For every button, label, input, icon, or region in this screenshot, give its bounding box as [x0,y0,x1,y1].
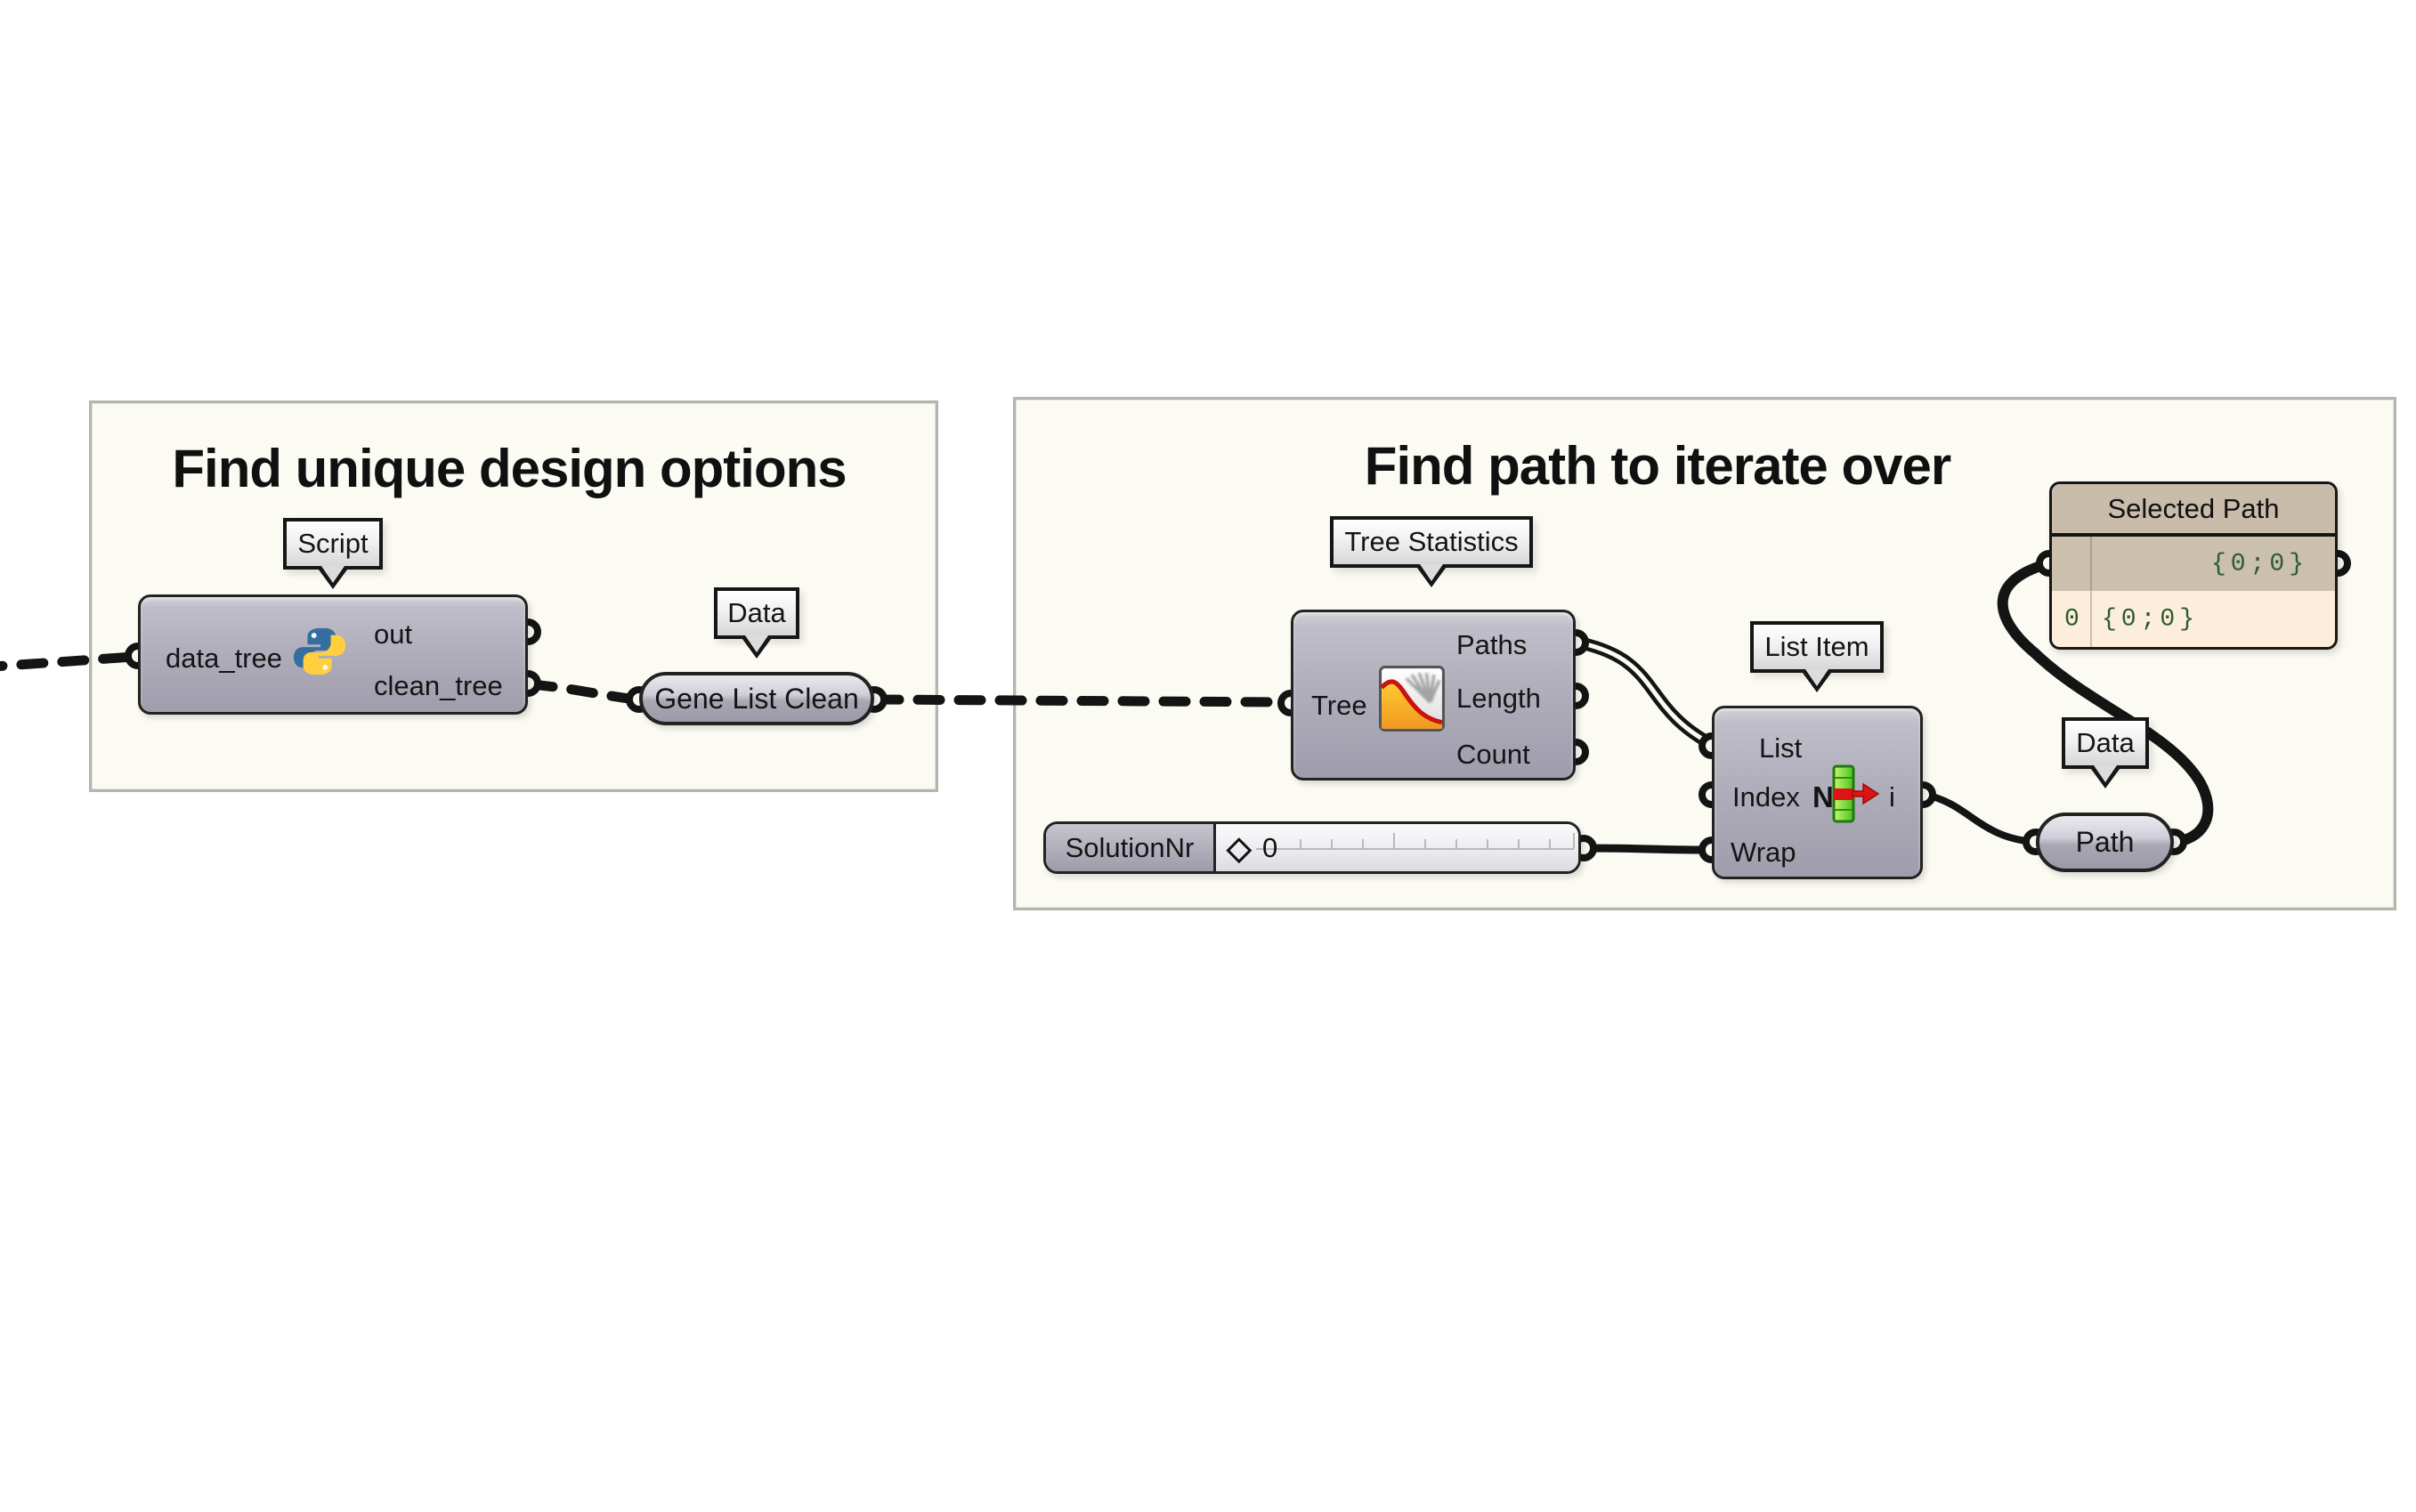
solutionnr-slider[interactable]: SolutionNr ◇ 0 [1043,821,1581,874]
balloon-script-label: Script [297,528,369,559]
balloon-script: Script [283,518,383,570]
input-tree: Tree [1311,690,1367,721]
path-param[interactable]: Path [2036,813,2174,872]
input-index: Index [1732,781,1800,813]
python-icon [293,627,346,675]
output-length: Length [1456,683,1541,714]
output-out: out [374,619,413,650]
slider-name-cell: SolutionNr [1046,824,1216,871]
wire-i-to-path[interactable] [1922,791,2037,845]
wire-dashed-gene-to-tree[interactable] [872,694,1293,707]
wire-dashed-cleantree-to-gene[interactable] [525,679,641,705]
slider-track[interactable]: ◇ 0 [1216,824,1578,871]
group-title-unique-design: Find unique design options [172,439,847,498]
balloon-data-path-label: Data [2076,727,2135,758]
list-item-icon-letter: N [1812,780,1834,813]
group-title-find-path: Find path to iterate over [1364,436,1951,496]
output-clean-tree: clean_tree [374,670,503,701]
python-script-component[interactable]: data_tree out clean_tree [138,594,528,715]
gene-list-clean-label: Gene List Clean [654,682,859,715]
tree-statistics-component[interactable]: Tree Paths Length Count [1291,610,1576,780]
balloon-data-gene-label: Data [727,597,786,628]
panel-column-divider [2090,537,2092,647]
gene-list-clean-param[interactable]: Gene List Clean [639,672,874,725]
input-list: List [1759,732,1803,764]
panel-item-value: {0;0} [2102,605,2200,634]
input-wrap: Wrap [1731,837,1796,868]
output-paths: Paths [1456,629,1528,660]
wire-paths-to-list-core [1577,640,1716,748]
wire-dashed-into-data-tree[interactable] [0,651,139,671]
panel-item-index: 0 [2064,605,2080,634]
wire-path-to-panel[interactable] [1997,558,2214,847]
panel-branch-header: {0;0} [2210,550,2308,578]
balloon-tree-statistics: Tree Statistics [1330,516,1533,568]
balloon-list-item: List Item [1750,621,1884,673]
output-count: Count [1456,739,1530,770]
list-item-icon [1832,764,1880,823]
list-item-component[interactable]: List Index Wrap N i [1712,706,1923,879]
selected-path-panel[interactable]: Selected Path {0;0} 0 {0;0} [2049,481,2338,650]
slider-label: SolutionNr [1065,831,1195,863]
slider-value: 0 [1262,831,1278,863]
wire-slider-to-wrap[interactable] [1582,844,1712,854]
panel-item-row: 0 {0;0} [2052,591,2335,647]
input-data-tree: data_tree [166,643,282,674]
panel-header: Selected Path [2052,484,2335,537]
balloon-list-item-label: List Item [1764,631,1869,662]
panel-title: Selected Path [2107,492,2280,524]
balloon-data-gene: Data [714,587,799,639]
panel-branch-row: {0;0} [2052,537,2335,591]
balloon-data-path: Data [2062,717,2149,769]
slider-grip-icon[interactable]: ◇ [1227,829,1252,866]
slider-ticks [1256,833,1575,850]
tree-statistics-icon [1379,666,1445,732]
path-param-label: Path [2075,826,2135,858]
output-i: i [1889,781,1895,813]
balloon-tree-statistics-label: Tree Statistics [1344,526,1519,557]
wire-paths-to-list[interactable] [1577,636,1718,752]
